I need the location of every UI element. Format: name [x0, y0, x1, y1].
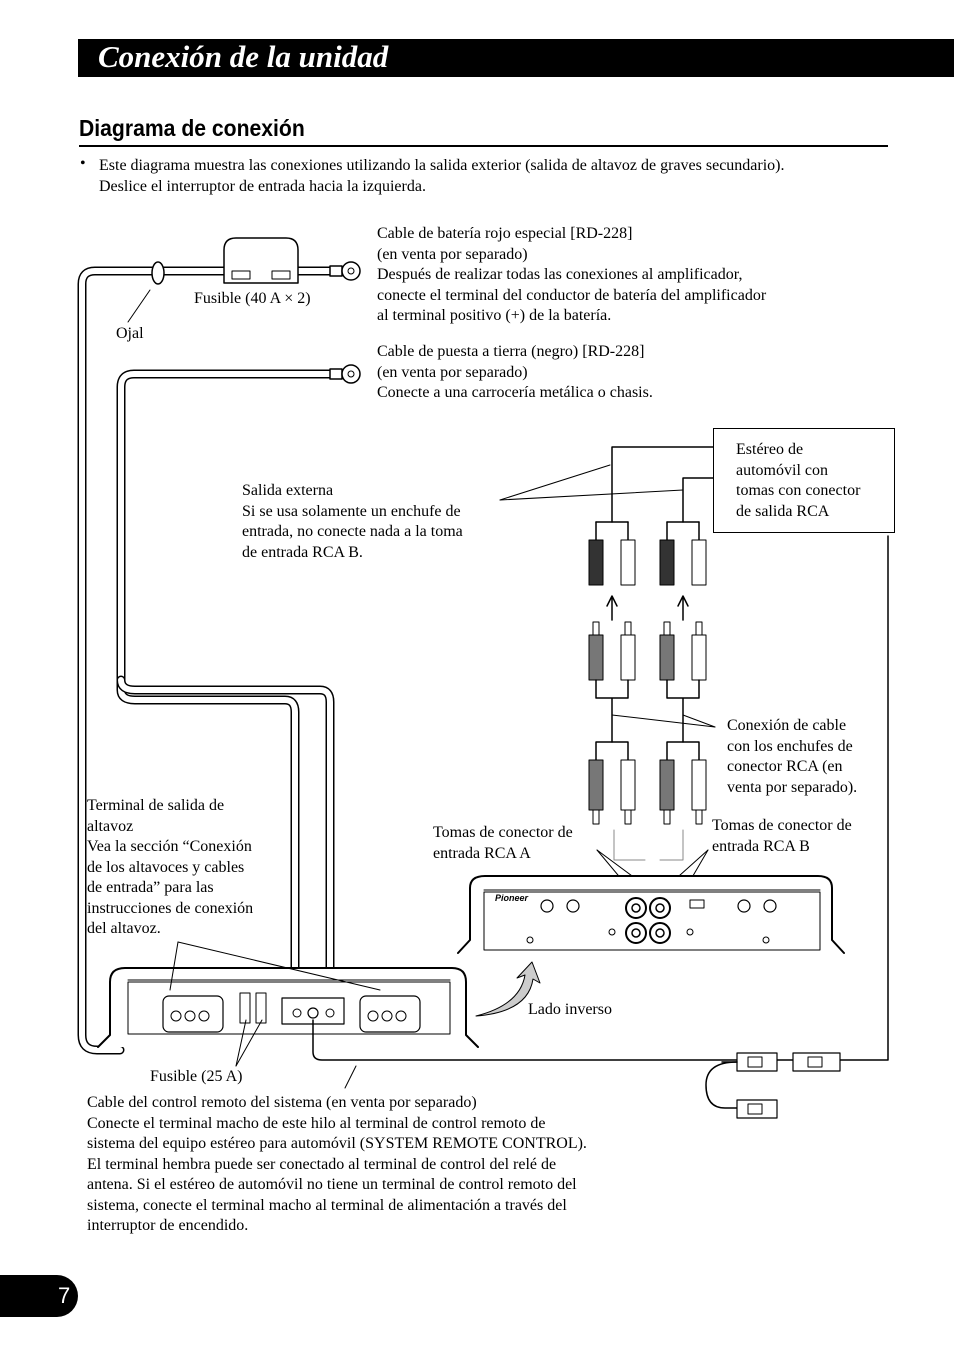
- reverse-side-label: Lado inverso: [528, 1001, 612, 1018]
- label-line: Terminal de salida de: [87, 797, 225, 814]
- label-line: entrada RCA A: [433, 844, 531, 862]
- rca-b-label: Tomas de conector de entrada RCA B: [712, 816, 852, 857]
- rca-plugs-cable-top: [588, 621, 707, 681]
- fuse-40-label: Fusible (40 A × 2): [194, 290, 311, 307]
- ground-cable: [116, 369, 341, 1025]
- amplifier-rear-view: Pioneer: [457, 875, 845, 954]
- label-line: Estéreo de: [736, 441, 804, 458]
- car-stereo-box: [713, 428, 895, 533]
- ground-terminal-icon: [329, 364, 361, 384]
- remote-cable-label: Cable del control remoto del sistema (en…: [87, 1093, 587, 1237]
- label-line: Cable de puesta a tierra (negro) [RD-228…: [377, 343, 645, 360]
- amplifier-front-view: [97, 967, 479, 1048]
- reverse-arrow-icon: [475, 961, 541, 1017]
- fuse-25-label: Fusible (25 A): [150, 1068, 243, 1085]
- label-line: de entrada” para las: [87, 879, 214, 896]
- label-line: tomas con conector: [736, 482, 861, 499]
- page-number-tab: 7: [0, 1275, 78, 1317]
- intro-text: Este diagrama muestra las conexiones uti…: [99, 155, 899, 197]
- intro-line: Este diagrama muestra las conexiones uti…: [99, 157, 785, 174]
- label-line: (en venta por separado): [377, 245, 528, 263]
- svg-text:Pioneer: Pioneer: [495, 893, 529, 903]
- speaker-output-label: Terminal de salida de altavoz Vea la sec…: [87, 796, 253, 940]
- label-line: Vea la sección “Conexión: [87, 838, 252, 855]
- label-line: altavoz: [87, 817, 134, 835]
- page-number: 7: [58, 1283, 71, 1308]
- label-line: de los altavoces y cables: [87, 858, 245, 876]
- remote-connector-icon: [705, 1052, 841, 1119]
- section-title: Diagrama de conexión: [79, 115, 305, 141]
- label-line: instrucciones de conexión: [87, 899, 254, 917]
- label-line: sistema, conecte el terminal macho al te…: [87, 1196, 567, 1214]
- label-line: Tomas de conector de: [433, 824, 573, 841]
- ring-terminal-icon: [329, 261, 361, 281]
- label-line: entrada, no conecte nada a la toma: [242, 523, 463, 540]
- intro-line: Deslice el interruptor de entrada hacia …: [99, 178, 426, 195]
- label-line: al terminal positivo (+) de la batería.: [377, 307, 612, 324]
- chapter-title: Conexión de la unidad: [98, 39, 389, 74]
- label-line: de entrada RCA B.: [242, 543, 363, 561]
- label-line: Cable de batería rojo especial [RD-228]: [377, 225, 633, 242]
- label-line: entrada RCA B: [712, 837, 810, 855]
- bullet-mark: •: [80, 155, 86, 172]
- label-line: Si se usa solamente un enchufe de: [242, 502, 461, 520]
- car-stereo-label: Estéreo de automóvil con tomas con conec…: [736, 440, 860, 522]
- label-line: del altavoz.: [87, 920, 161, 937]
- grommet-label: Ojal: [116, 325, 144, 342]
- cable-connection-label: Conexión de cable con los enchufes de co…: [727, 716, 857, 798]
- label-line: sistema del equipo estéreo para automóvi…: [87, 1135, 587, 1152]
- label-line: Conecte a una carrocería metálica o chas…: [377, 384, 653, 401]
- label-line: automóvil con: [736, 461, 828, 479]
- label-line: de salida RCA: [736, 502, 830, 520]
- label-line: Conecte el terminal macho de este hilo a…: [87, 1114, 546, 1132]
- label-line: Salida externa: [242, 482, 334, 499]
- label-line: El terminal hembra puede ser conectado a…: [87, 1155, 557, 1173]
- battery-cable: [77, 266, 341, 1055]
- label-line: venta por separado).: [727, 778, 858, 796]
- ground-cable-label: Cable de puesta a tierra (negro) [RD-228…: [377, 342, 653, 404]
- label-line: Tomas de conector de: [712, 817, 852, 834]
- grommet-icon: [151, 261, 165, 285]
- label-line: interruptor de encendido.: [87, 1217, 249, 1234]
- label-line: conecte el terminal del conductor de bat…: [377, 286, 767, 304]
- label-line: (en venta por separado): [377, 363, 528, 381]
- ground-cable-branch: [116, 675, 335, 1025]
- label-line: antena. Si el estéreo de automóvil no ti…: [87, 1176, 577, 1193]
- chapter-banner: Conexión de la unidad: [78, 39, 954, 77]
- label-line: Conexión de cable: [727, 717, 847, 734]
- external-output-label: Salida externa Si se usa solamente un en…: [242, 481, 463, 563]
- fuse-holder-icon: [223, 237, 299, 284]
- rca-plugs-stereo: [588, 539, 707, 586]
- section-rule: [79, 145, 888, 147]
- label-line: Después de realizar todas las conexiones…: [377, 266, 743, 283]
- rca-a-label: Tomas de conector de entrada RCA A: [433, 823, 573, 864]
- rca-plugs-cable-bottom: [588, 759, 707, 825]
- label-line: conector RCA (en: [727, 758, 843, 775]
- battery-cable-label: Cable de batería rojo especial [RD-228] …: [377, 224, 766, 327]
- label-line: Cable del control remoto del sistema (en…: [87, 1094, 477, 1111]
- label-line: con los enchufes de: [727, 737, 853, 755]
